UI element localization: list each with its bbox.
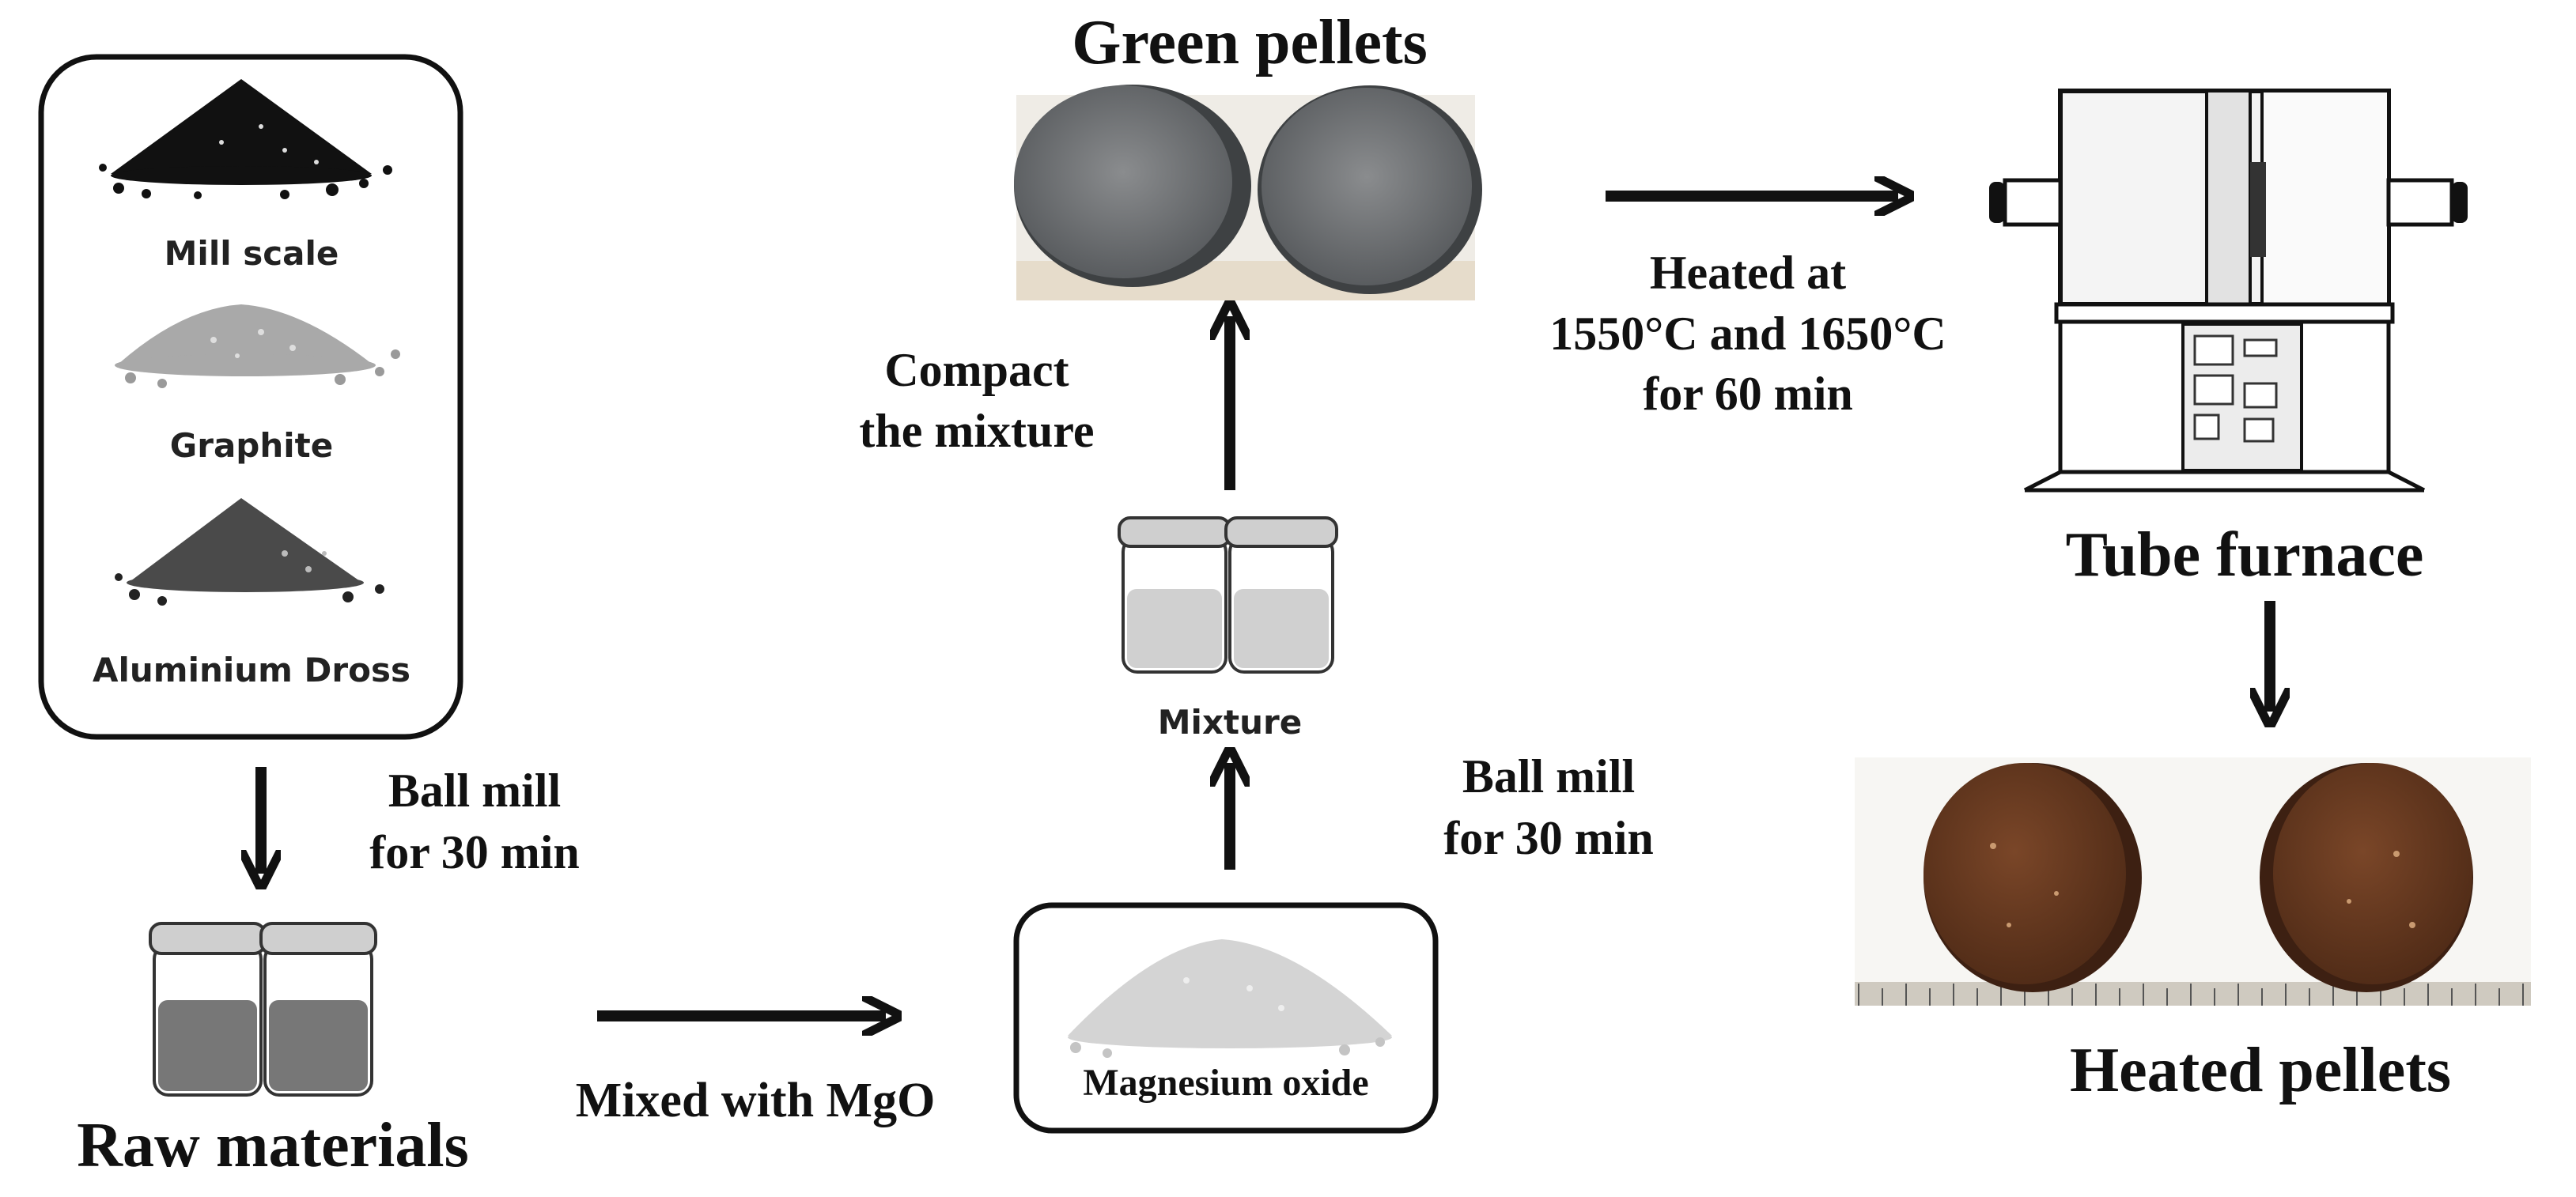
heated-at-line1: Heated at (1650, 247, 1846, 299)
compact-line1: Compact (884, 344, 1069, 396)
heated-at-line2: 1550°C and 1650°C (1549, 308, 1946, 360)
mill-scale-pile-icon (99, 79, 392, 199)
heated-at-line3: for 60 min (1643, 368, 1853, 420)
ball-mill-1-line2: for 30 min (369, 826, 580, 878)
graphite-label: Graphite (170, 426, 333, 465)
raw-materials-label: Raw materials (77, 1111, 468, 1180)
mixture-label: Mixture (1158, 703, 1302, 742)
ball-mill-2-line2: for 30 min (1443, 812, 1654, 864)
raw-materials-box: Mill scale Graphite (38, 54, 463, 740)
mill-scale-label: Mill scale (165, 234, 339, 273)
magnesium-oxide-label: Magnesium oxide (1083, 1062, 1368, 1104)
heated-pellets-photo (1855, 757, 2531, 1006)
mixed-with-mgo-label: Mixed with MgO (576, 1074, 936, 1127)
compact-line2: the mixture (859, 405, 1094, 457)
aluminium-dross-label: Aluminium Dross (93, 651, 410, 689)
graphite-pile-icon (115, 304, 400, 388)
magnesium-oxide-box: Magnesium oxide (1013, 902, 1439, 1134)
ball-mill-1-line1: Ball mill (388, 765, 561, 817)
raw-materials-jars-icon (149, 922, 377, 1097)
ball-mill-2-line1: Ball mill (1462, 750, 1635, 802)
tube-furnace-icon (1989, 89, 2468, 493)
green-pellets-label: Green pellets (1072, 8, 1428, 77)
mgo-powder-pile-icon (1068, 939, 1392, 1058)
tube-furnace-label: Tube furnace (2066, 520, 2424, 590)
green-pellets-photo (1014, 85, 1482, 300)
heated-pellets-label: Heated pellets (2070, 1036, 2451, 1105)
mixture-jars-icon (1118, 516, 1338, 674)
aluminium-dross-pile-icon (115, 498, 384, 606)
